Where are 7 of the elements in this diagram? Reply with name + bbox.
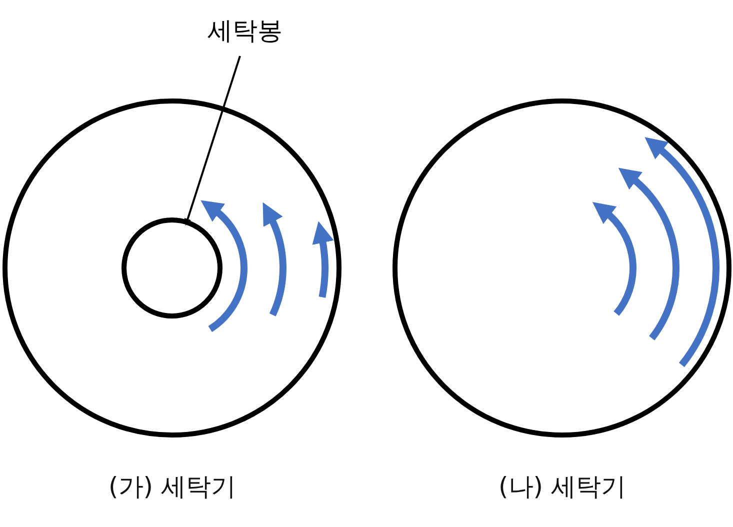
leader-line: [184, 56, 241, 226]
washer-tub-circle: [392, 98, 732, 438]
washer-tub-circle: [2, 98, 342, 438]
node-label: (나) 세탁기: [498, 471, 626, 503]
washing-rod-circle: [121, 217, 223, 319]
text-label: 세탁봉: [195, 12, 295, 50]
node-label: (가) 세탁기: [108, 471, 236, 503]
